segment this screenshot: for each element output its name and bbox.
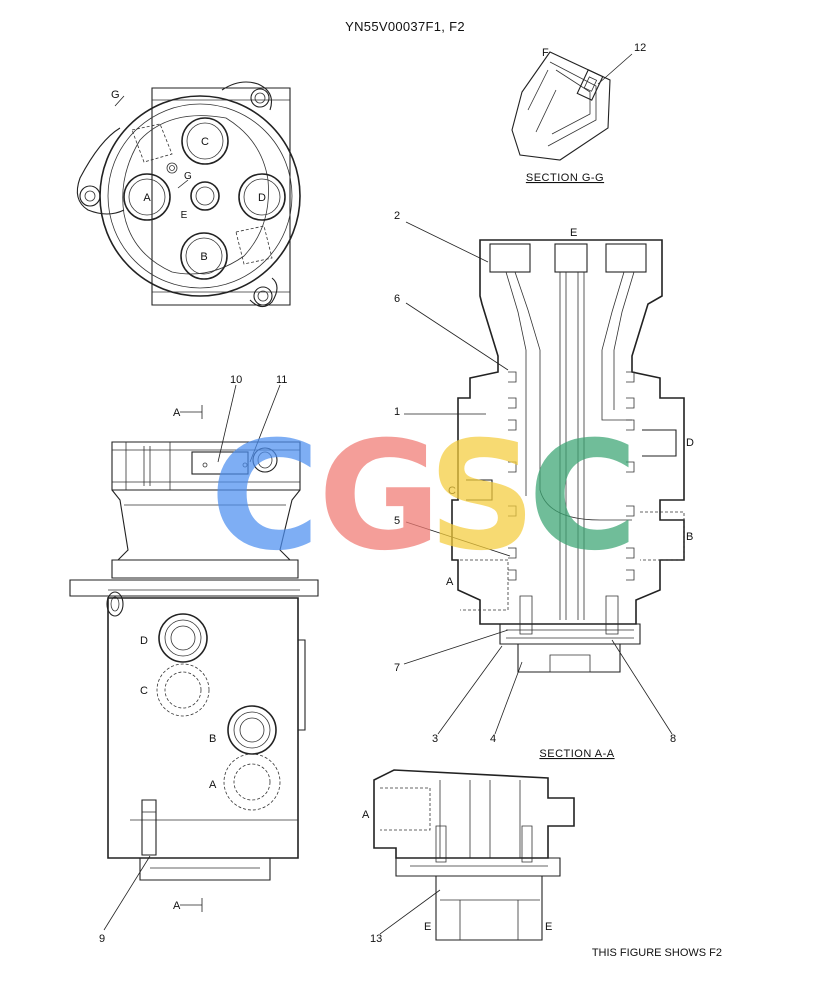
port-label-d: D (258, 192, 266, 204)
aa-port-c: C (448, 485, 456, 497)
callout-6: 6 (394, 293, 400, 305)
watermark-letter-3: S (428, 410, 536, 584)
f2-port-e-left: E (424, 921, 431, 933)
port-label-b: B (200, 251, 207, 263)
section-aa-view (403, 221, 685, 735)
callout-10: 10 (230, 374, 242, 386)
section-arrow-a-bottom: A (173, 900, 181, 912)
view-label-g: G (111, 89, 120, 101)
aa-port-b: B (686, 531, 693, 543)
callout-13: 13 (370, 933, 382, 945)
callout-4: 4 (490, 733, 496, 745)
callout-7: 7 (394, 662, 400, 674)
end-view (76, 81, 301, 308)
side-port-b: B (209, 733, 216, 745)
callout-11: 11 (276, 374, 287, 386)
figure-note: THIS FIGURE SHOWS F2 (592, 947, 722, 959)
watermark-letter-1: C (210, 410, 320, 584)
aa-port-e: E (570, 227, 577, 239)
callout-1: 1 (394, 406, 400, 418)
callout-3: 3 (432, 733, 438, 745)
aa-port-a: A (446, 576, 454, 588)
callout-2: 2 (394, 210, 400, 222)
side-port-a: A (209, 779, 217, 791)
port-label-e: E (181, 210, 188, 221)
callout-8: 8 (670, 733, 676, 745)
f2-detail-view (373, 769, 575, 941)
f2-port-e-right: E (545, 921, 552, 933)
view-label-g-center: G (184, 171, 192, 182)
section-arrow-a-top: A (173, 407, 181, 419)
label-f: F (542, 47, 549, 59)
side-view (69, 384, 319, 931)
callout-12: 12 (634, 42, 646, 54)
f2-port-a: A (362, 809, 370, 821)
watermark: C G S C (210, 410, 638, 584)
port-label-c: C (201, 136, 209, 148)
callout-5: 5 (394, 515, 400, 527)
drawing-title: YN55V00037F1, F2 (345, 19, 465, 34)
watermark-letter-2: G (318, 410, 441, 584)
section-aa-label: SECTION A-A (539, 748, 614, 760)
port-label-a: A (143, 192, 151, 204)
section-gg-view (511, 51, 633, 161)
watermark-letter-4: C (528, 410, 638, 584)
side-port-d: D (140, 635, 148, 647)
callout-9: 9 (99, 933, 105, 945)
aa-port-d: D (686, 437, 694, 449)
side-port-c: C (140, 685, 148, 697)
section-gg-label: SECTION G-G (526, 172, 604, 184)
